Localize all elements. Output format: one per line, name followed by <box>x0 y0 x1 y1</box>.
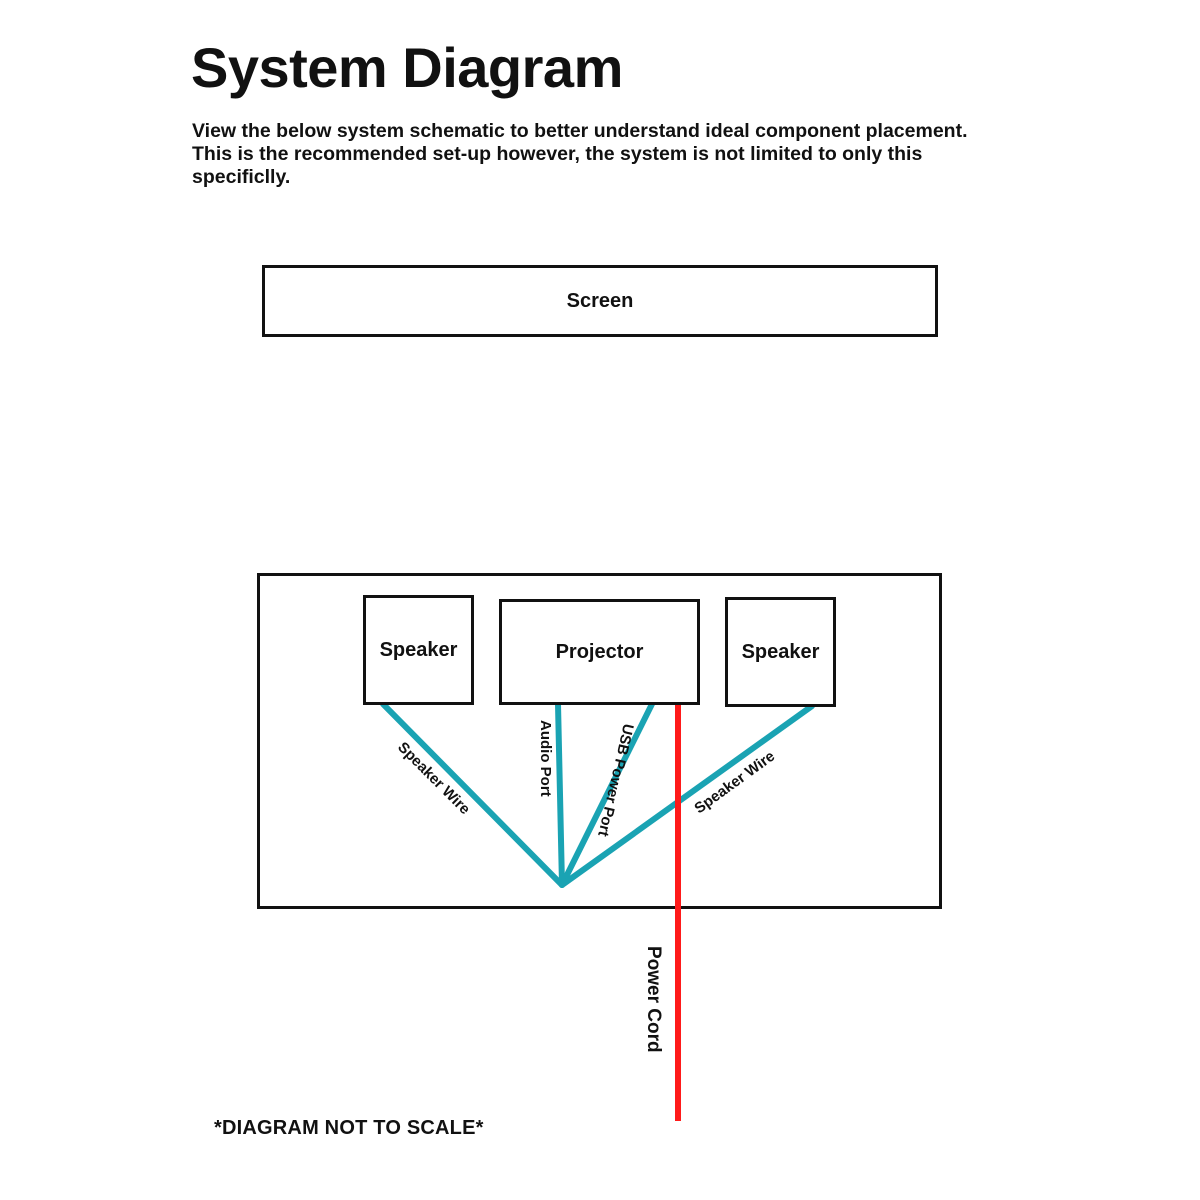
speaker-left-box: Speaker <box>363 595 474 705</box>
not-to-scale-note: *DIAGRAM NOT TO SCALE* <box>214 1117 484 1139</box>
audio-port-label: Audio Port <box>537 720 554 797</box>
speaker-right-label: Speaker <box>741 640 820 663</box>
speaker-wire-right-line <box>559 703 815 888</box>
screen-label: Screen <box>566 289 634 312</box>
projector-label: Projector <box>555 640 644 663</box>
usb-power-port-line <box>559 701 655 888</box>
intro-paragraph: View the below system schematic to bette… <box>192 120 968 188</box>
speaker-left-label: Speaker <box>379 638 458 661</box>
power-cord-label: Power Cord <box>643 946 664 1053</box>
audio-port-line <box>555 701 565 888</box>
speaker-wire-left-label: Speaker Wire <box>394 739 473 818</box>
screen-box: Screen <box>262 265 938 337</box>
projector-box: Projector <box>499 599 700 705</box>
component-enclosure <box>257 573 942 909</box>
usb-power-port-label: USB Power Port <box>594 722 636 838</box>
page-title: System Diagram <box>191 36 623 99</box>
speaker-wire-left-line <box>380 701 565 888</box>
speaker-right-box: Speaker <box>725 597 836 707</box>
